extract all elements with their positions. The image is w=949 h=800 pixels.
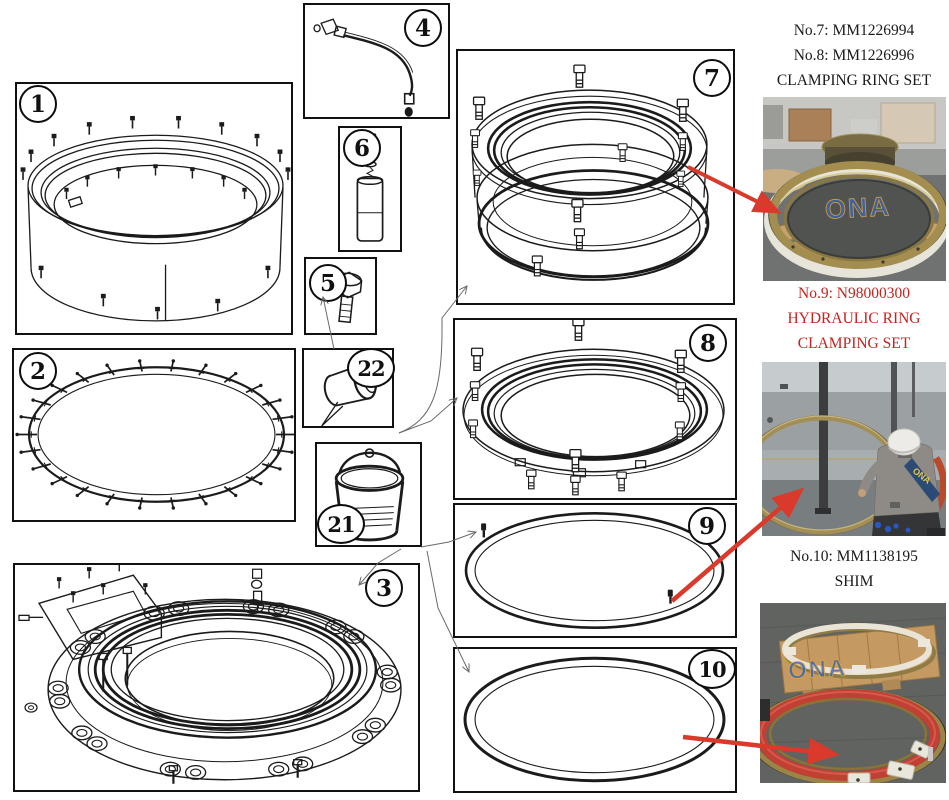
callout-2-label: 2 [29, 357, 46, 385]
label-no8-part-number: No.8: MM1226996 [793, 47, 915, 64]
label-set-7-8: No.7: MM1226994 No.8: MM1226996 CLAMPING… [759, 18, 949, 93]
ona-watermark: ONA [824, 191, 891, 224]
label-no9-part-number: No.9: N98000300 [798, 285, 910, 302]
part-drawing-bolt-ring-2 [15, 359, 294, 510]
label-clamping-set: CLAMPING SET [797, 335, 911, 352]
label-no10-part-number: No.10: MM1138195 [790, 548, 918, 565]
part-drawing-clamping-ring-set-7 [470, 64, 710, 281]
part-drawing-grease-bucket-21 [334, 448, 405, 542]
callout-5: 5 [309, 264, 347, 302]
callout-3-label: 3 [375, 574, 392, 602]
photo-shim-rings: ONA [760, 603, 946, 783]
callout-10-label: 10 [698, 656, 726, 682]
label-hydraulic-ring: HYDRAULIC RING [787, 310, 921, 327]
callout-22: 22 [347, 348, 395, 388]
callout-1-label: 1 [29, 90, 46, 118]
part-drawing-clamping-ring-8 [462, 320, 725, 496]
label-set-9: No.9: N98000300 HYDRAULIC RING CLAMPING … [759, 281, 949, 356]
callout-2: 2 [19, 352, 57, 390]
callout-1: 1 [19, 85, 57, 123]
label-no7-part-number: No.7: MM1226994 [793, 22, 915, 39]
callout-9-label: 9 [698, 512, 715, 540]
photo-hydraulic-ring-worker: ONA [762, 362, 946, 536]
callout-4: 4 [404, 9, 442, 47]
ona-watermark: ONA [787, 655, 848, 685]
callout-4-label: 4 [414, 14, 431, 42]
part-box-3 [13, 563, 420, 792]
callout-9: 9 [688, 507, 726, 545]
callout-21-label: 21 [327, 511, 355, 537]
label-shim: SHIM [834, 573, 874, 590]
callout-7: 7 [693, 59, 731, 97]
callout-10: 10 [688, 649, 736, 689]
part-drawing-grease-hose-4 [313, 18, 415, 117]
leader-line-21-to-8 [398, 398, 457, 434]
callout-21: 21 [317, 504, 365, 544]
part-box-7 [456, 49, 735, 305]
callout-8: 8 [689, 324, 727, 362]
callout-5-label: 5 [319, 269, 336, 297]
foreground-shim-ring [760, 688, 946, 783]
part-drawing-ring-assembly-1 [20, 115, 291, 322]
callout-7-label: 7 [703, 64, 720, 92]
callout-22-label: 22 [357, 355, 385, 381]
part-box-1 [15, 82, 293, 335]
hard-hat [887, 428, 921, 456]
part-drawing-shim-10 [463, 656, 726, 783]
label-clamping-ring-set: CLAMPING RING SET [776, 72, 932, 89]
photo-clamping-ring-set: ONA [763, 97, 946, 281]
callout-6-label: 6 [353, 134, 370, 162]
label-set-10: No.10: MM1138195 SHIM [759, 544, 949, 594]
callout-6: 6 [343, 129, 381, 167]
callout-3: 3 [365, 569, 403, 607]
part-drawing-clamp-assembly-3 [18, 565, 402, 784]
callout-8-label: 8 [699, 329, 716, 357]
part-box-2 [12, 348, 296, 522]
